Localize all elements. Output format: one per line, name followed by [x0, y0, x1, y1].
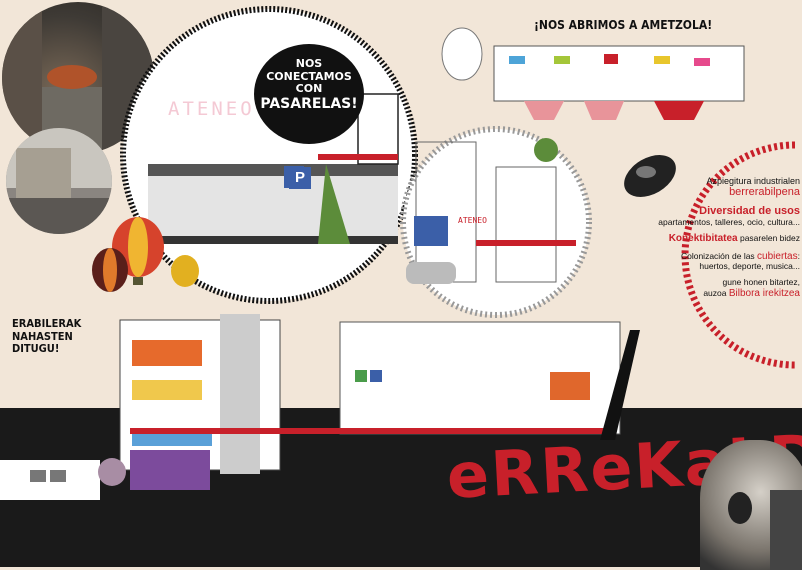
info-line-1a: Azpiegitura industrialen	[706, 176, 800, 186]
street-photo-bottom-art	[6, 128, 112, 234]
street-photo-top	[2, 2, 154, 154]
info-line-4d: huertos, deporte, musica...	[699, 261, 800, 272]
info-panel: Azpiegitura industrialen berrerabilpena …	[640, 176, 800, 299]
mixed-uses-claim: ERABILERAK NAHASTEN DITUGU!	[12, 317, 82, 356]
info-line-5c: Bilbora irekitzea	[728, 287, 800, 299]
claim-line-2: NAHASTEN	[12, 329, 73, 343]
claim-line-1: ERABILERAK	[12, 317, 82, 330]
bubble-line-3: PASARELAS!	[260, 95, 358, 112]
info-line-4a: Colonización de las	[680, 250, 758, 261]
pasarelas-bubble: NOS CONECTAMOS CON PASARELAS!	[254, 44, 364, 144]
ateneo-sign: ATENEO	[168, 98, 255, 120]
bubble-line-2: CONECTAMOS CON	[266, 69, 352, 96]
info-line-1b: berrerabilpena	[729, 186, 800, 199]
info-line-3b: pasarelen bidez	[737, 233, 800, 244]
ametzola-heading: ¡NOS ABRIMOS A AMETZOLA!	[534, 18, 713, 32]
info-line-4c: :	[797, 250, 800, 261]
street-photo-bottom	[6, 128, 112, 234]
info-line-3: Konektibitatea pasarelen bidez	[640, 233, 800, 245]
info-line-2a: Diversidad de usos	[699, 204, 800, 217]
bubble-line-1: NOS	[295, 57, 323, 70]
ateneo-sign-small: ATENEO	[458, 216, 487, 225]
zeppelin	[624, 155, 676, 197]
claim-line-3: DITUGU!	[12, 342, 60, 356]
parking-sign: P	[289, 167, 311, 189]
info-line-4b: cubiertas	[757, 250, 798, 262]
info-line-4: Colonización de las cubiertas:	[640, 251, 800, 263]
shouting-face-art	[728, 490, 802, 570]
second-section-circle	[400, 126, 592, 318]
info-line-5b: auzoa	[703, 287, 729, 298]
info-line-2b: apartamentos, talleres, ocio, cultura...	[658, 216, 800, 227]
info-line-5: auzoa Bilbora irekitzea	[640, 288, 800, 300]
info-line-3a: Konektibitatea	[668, 233, 738, 245]
shouting-face	[700, 440, 802, 570]
hot-air-balloons	[92, 217, 199, 292]
lower-section	[0, 314, 802, 567]
ametzola-section	[441, 27, 745, 120]
info-line-5a: gune honen bitartez,	[722, 277, 800, 288]
